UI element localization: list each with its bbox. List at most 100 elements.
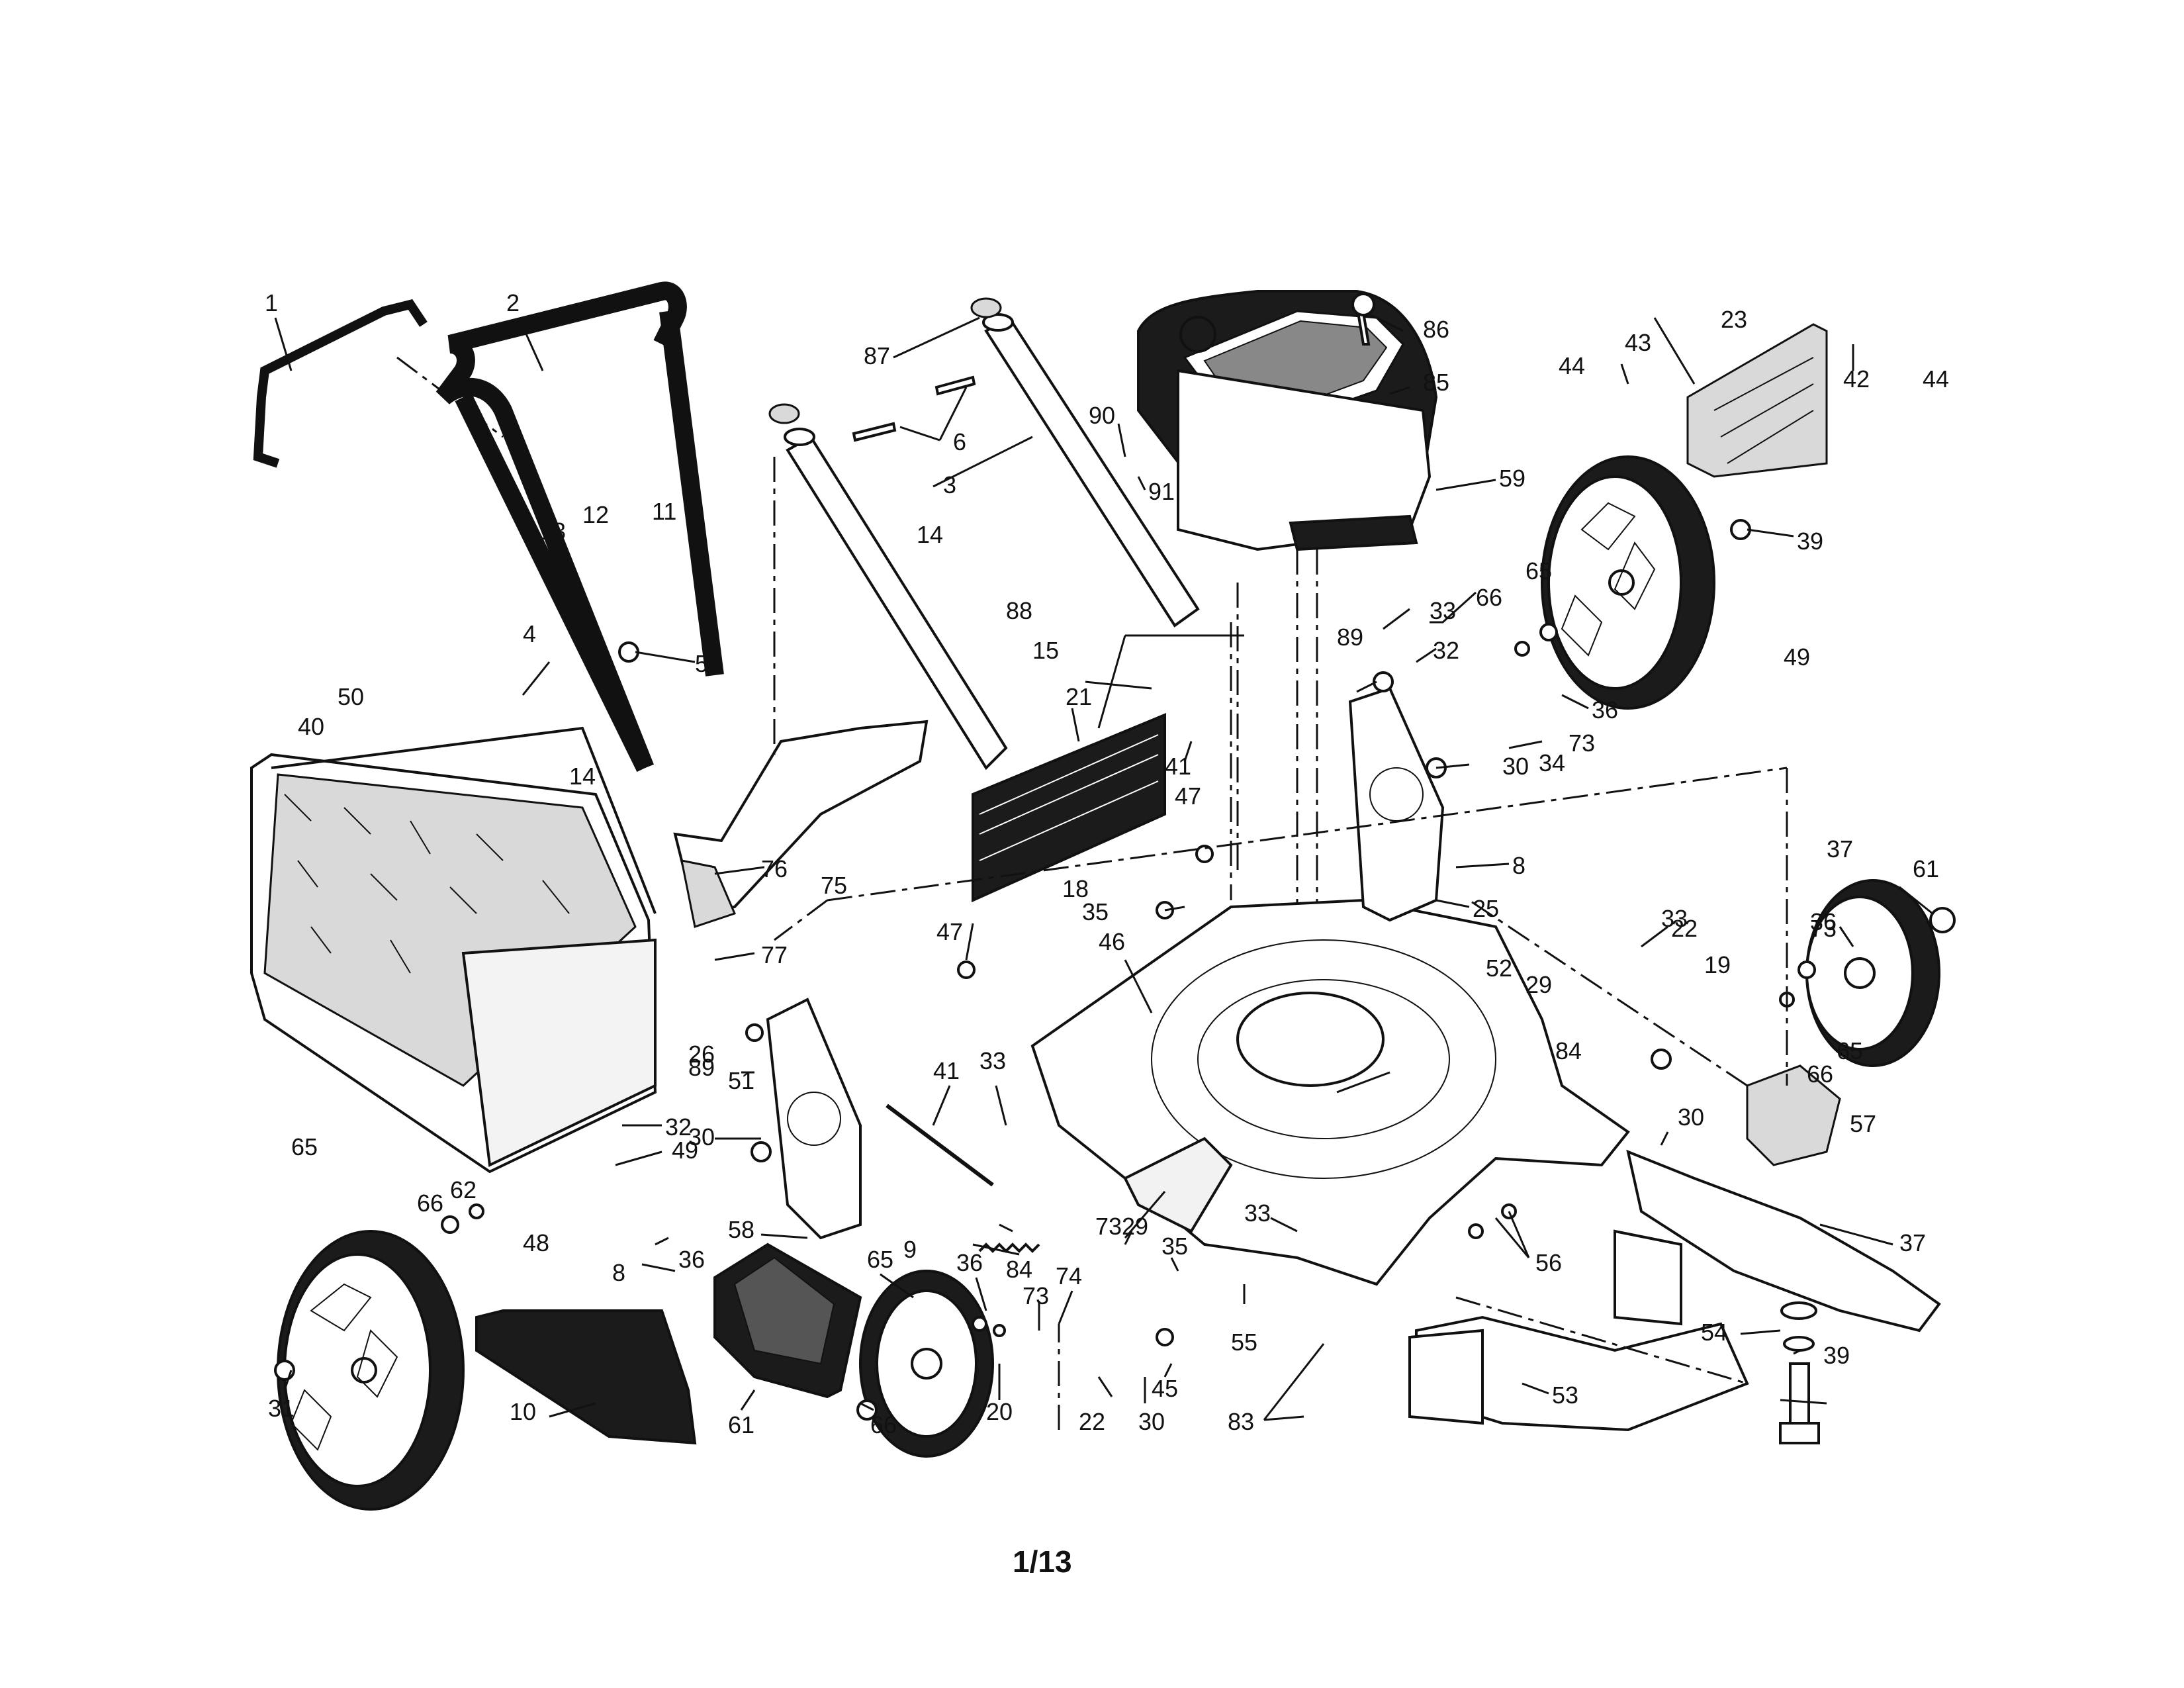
- callout: 23: [1721, 306, 1747, 333]
- callout: 52: [1486, 955, 1512, 982]
- callout: 35: [1161, 1233, 1188, 1260]
- callout: 26: [688, 1041, 715, 1068]
- callout: 66: [870, 1411, 897, 1438]
- callout: 88: [1006, 597, 1032, 624]
- callout: 36: [1592, 696, 1618, 724]
- callout: 45: [1152, 1375, 1178, 1402]
- callout: 15: [1032, 637, 1059, 664]
- callout: 22: [1079, 1408, 1105, 1435]
- callout: 58: [728, 1216, 754, 1243]
- callout: 13: [539, 518, 566, 545]
- callout: 41: [1165, 753, 1191, 780]
- callout: 30: [688, 1123, 715, 1150]
- callout: 89: [688, 1054, 715, 1081]
- callout: 18: [1062, 875, 1089, 902]
- rear-flap-part: [1686, 323, 1828, 478]
- blade-adapter-part: [1746, 1064, 1841, 1166]
- callout: 40: [298, 713, 324, 740]
- callout: 3: [943, 471, 956, 498]
- callout: 66: [1476, 584, 1502, 611]
- callout: 36: [678, 1246, 705, 1273]
- callout: 22: [1671, 915, 1698, 942]
- callout: 65: [1837, 1037, 1863, 1064]
- callout: 53: [1552, 1382, 1578, 1409]
- callout: 36: [956, 1249, 983, 1276]
- mower-blade-part: [1626, 1149, 1941, 1333]
- callout: 84: [1006, 1256, 1032, 1283]
- callout: 49: [1784, 643, 1810, 671]
- callout: 65: [1525, 557, 1552, 585]
- callout: 2: [506, 289, 520, 316]
- callout: 33: [1430, 597, 1456, 624]
- callout: 65: [867, 1246, 893, 1273]
- callout: 31: [268, 1395, 295, 1422]
- callout: 9: [903, 1236, 917, 1263]
- callout: 61: [728, 1411, 754, 1438]
- callout: 5: [695, 650, 708, 677]
- callout: 33: [1661, 905, 1688, 932]
- upper-handle-part: [435, 281, 687, 772]
- callout: 33: [979, 1047, 1006, 1074]
- callout: 30: [1678, 1103, 1704, 1131]
- callout: 73: [1810, 915, 1837, 942]
- callout: 30: [1502, 753, 1529, 780]
- leader-lines: [274, 313, 1933, 1421]
- callout: 46: [1099, 928, 1125, 955]
- callout: 73: [1095, 1213, 1122, 1240]
- height-adjust-plate-right-part: [1348, 686, 1445, 922]
- callout: 84: [1555, 1037, 1582, 1064]
- rear-baffle-part: [972, 713, 1166, 903]
- handle-cap-part: [768, 403, 800, 424]
- callout: 14: [917, 521, 943, 548]
- callout: 57: [1850, 1110, 1876, 1137]
- callout: 25: [1473, 895, 1499, 922]
- callout: 10: [510, 1398, 536, 1425]
- callout: 50: [338, 683, 364, 710]
- callout: 56: [1535, 1249, 1562, 1276]
- callout: 47: [936, 918, 963, 945]
- callout: 48: [523, 1229, 549, 1256]
- callout: 43: [1625, 329, 1651, 356]
- callout-labels: 1 2 87 6 3 90 91 86 85 59 44 43 23 42 44…: [265, 289, 1949, 1438]
- callout: 73: [1569, 729, 1595, 757]
- callout: 30: [1138, 1408, 1165, 1435]
- callout: 34: [1539, 749, 1565, 776]
- callout: 59: [1499, 465, 1525, 492]
- callout: 39: [1823, 1342, 1850, 1369]
- callout: 39: [1797, 528, 1823, 555]
- callout: 51: [728, 1067, 754, 1094]
- callout: 20: [986, 1398, 1013, 1425]
- callout: 33: [1244, 1199, 1271, 1227]
- wheel-cover-left-part: [475, 1309, 697, 1445]
- callout: 37: [1827, 835, 1853, 863]
- callout: 29: [1122, 1213, 1148, 1240]
- callout: 44: [1559, 352, 1585, 379]
- callout: 4: [523, 620, 536, 647]
- callout: 62: [450, 1176, 477, 1203]
- callout: 29: [1525, 971, 1552, 998]
- callout: 74: [1056, 1262, 1082, 1289]
- callout: 65: [291, 1133, 318, 1160]
- callout: 35: [1082, 898, 1109, 925]
- callout: 8: [612, 1259, 625, 1286]
- callout: 36: [1810, 908, 1837, 935]
- callout: 86: [1423, 316, 1449, 343]
- callout: 89: [1337, 624, 1363, 651]
- callout: 1: [265, 289, 278, 316]
- callout: 47: [1175, 782, 1201, 810]
- callout: 12: [582, 501, 609, 528]
- callout: 6: [953, 428, 966, 455]
- callout: 21: [1066, 683, 1092, 710]
- callout: 77: [761, 941, 788, 968]
- height-adjust-plate-left-part: [766, 998, 862, 1240]
- callout: 91: [1148, 478, 1175, 505]
- callout: 44: [1923, 365, 1949, 393]
- handle-cap-part: [970, 297, 1002, 318]
- callout: 66: [417, 1190, 443, 1217]
- callout: 87: [864, 342, 890, 369]
- lower-handle-left-part: [786, 435, 1008, 771]
- callout: 54: [1701, 1319, 1727, 1346]
- callout: 11: [652, 498, 676, 525]
- callout: 42: [1843, 365, 1870, 393]
